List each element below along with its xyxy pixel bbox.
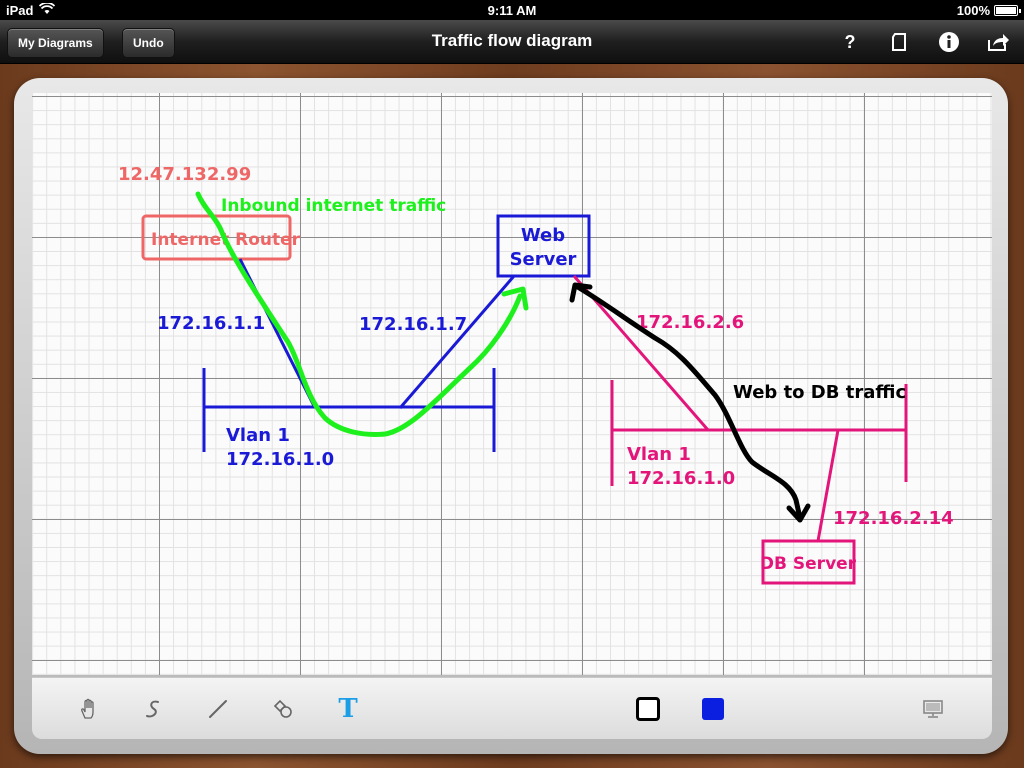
vlan1-name: Vlan 1 [226, 425, 290, 446]
wifi-icon [39, 1, 56, 18]
fill-color-swatch[interactable] [699, 695, 727, 723]
status-time: 9:11 AM [487, 2, 537, 18]
db-ip: 172.16.2.14 [833, 508, 954, 529]
line-tool-icon[interactable] [204, 695, 232, 723]
share-icon[interactable] [986, 30, 1010, 54]
tool-palette: T [32, 677, 992, 739]
db-vlan2-link [816, 429, 840, 542]
vlan2-subnet: 172.16.1.0 [627, 468, 735, 489]
db-server-label: DB Server [760, 554, 857, 574]
vlan1-subnet: 172.16.1.0 [226, 449, 334, 470]
web-db-arrowhead-top [569, 282, 593, 303]
router-box[interactable] [141, 214, 292, 261]
web-vlan-ip: 172.16.1.7 [359, 314, 467, 335]
router-vlan-ip: 172.16.1.1 [157, 313, 265, 334]
web-server-box[interactable] [496, 214, 591, 278]
web-db-traffic-path [573, 283, 803, 521]
router-public-ip: 12.47.132.99 [118, 164, 251, 185]
web-db-arrowhead-bottom [786, 503, 811, 523]
db-server-box[interactable] [761, 539, 856, 585]
status-bar: iPad 9:11 AM 100% [0, 0, 1024, 20]
web-vlan-link [398, 275, 516, 409]
vlan2-name: Vlan 1 [627, 444, 691, 465]
battery-percent: 100% [956, 2, 990, 18]
web-server-label-1: Web [521, 225, 565, 246]
web-server-label-2: Server [510, 249, 577, 270]
freehand-tool-icon[interactable] [139, 695, 167, 723]
inbound-traffic-path [195, 191, 523, 437]
page-icon[interactable] [887, 30, 911, 54]
shape-tool-icon[interactable] [269, 695, 297, 723]
info-icon[interactable] [937, 30, 961, 54]
battery-icon [994, 4, 1021, 16]
inbound-traffic-arrowhead [501, 286, 529, 311]
nav-bar: My Diagrams Undo Traffic flow diagram ? [0, 20, 1024, 64]
my-diagrams-button[interactable]: My Diagrams [7, 28, 104, 58]
drawing-canvas[interactable] [32, 93, 992, 675]
device-name: iPad [6, 2, 34, 18]
undo-button[interactable]: Undo [122, 28, 175, 58]
help-button[interactable]: ? [844, 31, 856, 52]
inbound-traffic-label: Inbound internet traffic [221, 196, 446, 216]
monitor-icon[interactable] [919, 695, 947, 723]
text-tool-icon[interactable]: T [338, 694, 358, 724]
web-vlan2-ip: 172.16.2.6 [636, 312, 744, 333]
web-db-traffic-label: Web to DB traffic [733, 382, 906, 403]
stroke-color-swatch[interactable] [634, 695, 662, 723]
hand-tool-icon[interactable] [74, 695, 102, 723]
